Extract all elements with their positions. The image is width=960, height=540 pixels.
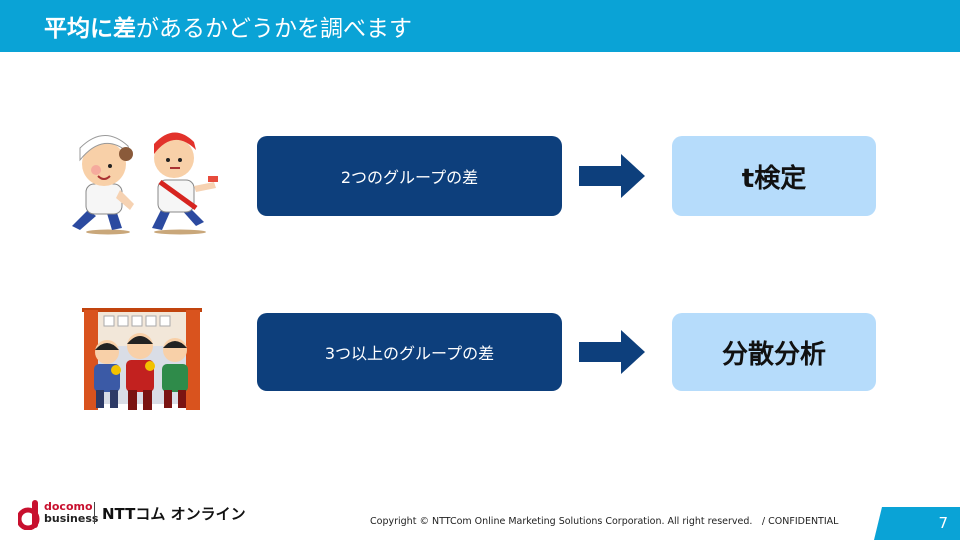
- logo-divider: [94, 502, 95, 524]
- t-test-box: t検定: [672, 136, 876, 216]
- arrow-right-icon: [579, 330, 645, 374]
- logo-company-name: NTTコム オンライン: [102, 505, 246, 523]
- anova-box: 分散分析: [672, 313, 876, 391]
- logo-docomo-text: docomo: [44, 500, 93, 513]
- anova-label: 分散分析: [721, 339, 826, 370]
- running-kids-illustration: [72, 132, 218, 235]
- shrine-runners-illustration: [82, 308, 202, 410]
- arrow-right-icon: [579, 154, 645, 198]
- title-bold: 平均に差: [44, 16, 136, 42]
- two-group-box: 2つのグループの差: [257, 136, 562, 216]
- copyright-text: Copyright © NTTCom Online Marketing Solu…: [370, 516, 839, 527]
- multi-group-box: 3つ以上のグループの差: [257, 313, 562, 391]
- logo-business-text: business: [44, 512, 99, 525]
- docomo-d-icon: [18, 500, 40, 530]
- t-test-label: t検定: [741, 163, 807, 194]
- title-bar: 平均に差があるかどうかを調べます: [0, 0, 960, 52]
- company-logo: docomo business NTTコム オンライン: [18, 498, 248, 534]
- page-number-tab: 7: [874, 507, 960, 540]
- two-group-label: 2つのグループの差: [340, 168, 479, 187]
- title-rest: があるかどうかを調べます: [136, 16, 412, 42]
- multi-group-label: 3つ以上のグループの差: [324, 344, 495, 363]
- page-number: 7: [938, 514, 948, 532]
- slide-title: 平均に差があるかどうかを調べます: [44, 9, 412, 43]
